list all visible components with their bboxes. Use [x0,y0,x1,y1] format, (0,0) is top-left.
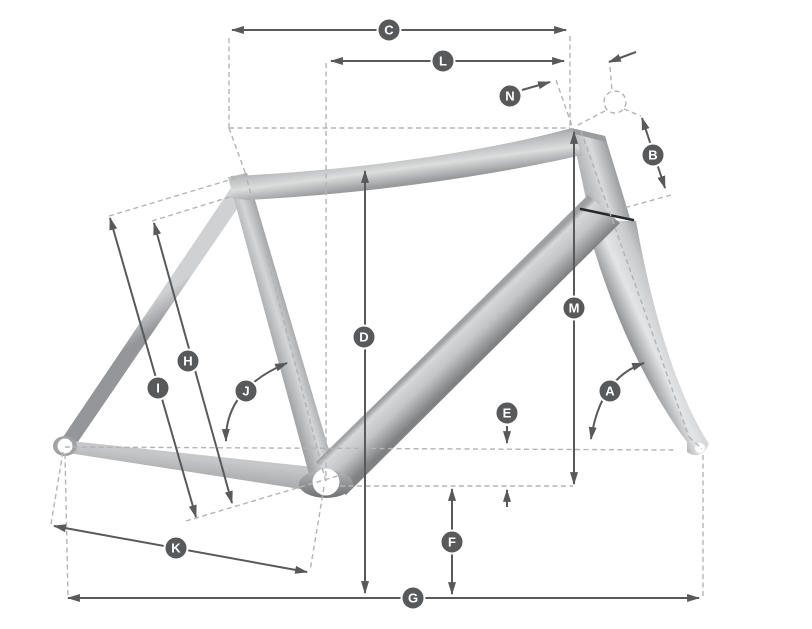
seat-tube [228,173,337,489]
dim-label-a-circle [597,378,623,404]
dim-label-b-circle [640,142,666,168]
dim-label-f: F [439,529,465,555]
dim-label-k-circle [163,535,189,561]
dim-label-i-circle [145,375,171,401]
dim-arc-j [221,362,288,443]
dim-label-m-circle [561,295,587,321]
dim-label-m-text: M [569,301,580,316]
dim-label-d-circle [351,324,377,350]
dim-arrow-n-opposite [607,51,637,63]
dim-label-b: B [640,142,666,168]
dim-label-l-text: L [439,54,447,69]
steering-axis-to-dropout [688,436,703,450]
seat-axis-connector [228,127,246,173]
dim-label-f-text: F [448,535,456,550]
head-tube-top-cap [571,128,607,142]
dim-label-c-text: C [384,23,394,38]
bottom-bracket-hole [312,468,340,496]
dim-label-l-circle [430,48,456,74]
dim-line-i [109,216,197,519]
fork-blade [586,220,709,456]
seat-upper-tick-inner [151,195,234,222]
dimension-badges: C L N B M D H I [145,17,666,611]
dim-label-j: J [233,378,259,404]
head-tube [571,128,630,218]
steerer-extension-line [555,79,573,127]
seat-bottom-tick [185,473,345,522]
chainstay-left-tick [50,451,64,525]
dim-label-n-circle [497,83,523,109]
dim-label-n: N [497,83,523,109]
dim-label-g: G [400,585,426,611]
handlebar-offset-line [609,66,613,92]
dim-label-i-text: I [156,381,160,396]
rear-axle-hole [57,438,73,454]
dim-label-a-text: A [605,384,615,399]
headtube-top-tick [623,108,642,117]
dim-label-c-circle [376,17,402,43]
dim-label-e-circle [494,400,520,426]
dim-label-j-text: J [242,384,249,399]
dim-label-m: M [561,295,587,321]
dim-label-b-text: B [648,148,657,163]
seat-stay [59,185,248,452]
handlebar-circle [603,90,627,114]
dim-label-l: L [430,48,456,74]
dim-label-n-text: N [505,89,514,104]
dim-label-h-text: H [183,354,192,369]
dim-label-i: I [145,375,171,401]
bike-frame [53,128,709,498]
dim-label-k: K [163,535,189,561]
dim-label-d-text: D [359,330,368,345]
dim-label-g-text: G [408,591,418,606]
dim-arrow-n [521,81,552,91]
steering-axis-line [580,130,690,438]
headtube-bottom-tick [616,194,672,211]
dim-label-h: H [175,348,201,374]
handlebar-to-headtube-line [575,110,606,127]
dim-label-a: A [597,378,623,404]
fork-crown-line [579,207,635,222]
dim-label-h-circle [175,348,201,374]
down-tube [316,195,620,495]
dim-label-f-circle [439,529,465,555]
dim-label-g-circle [400,585,426,611]
construction-lines [50,36,704,598]
chainstay-right-tick [309,486,325,572]
seat-tube-axis [244,171,327,483]
dim-label-d: D [351,324,377,350]
dim-label-c: C [376,17,402,43]
dim-label-k-text: K [171,541,181,556]
top-tube [231,128,582,200]
dim-label-e: E [494,400,520,426]
dim-label-j-circle [233,378,259,404]
wheelbase-left-vertical [64,453,69,598]
dim-label-e-text: E [503,406,512,421]
